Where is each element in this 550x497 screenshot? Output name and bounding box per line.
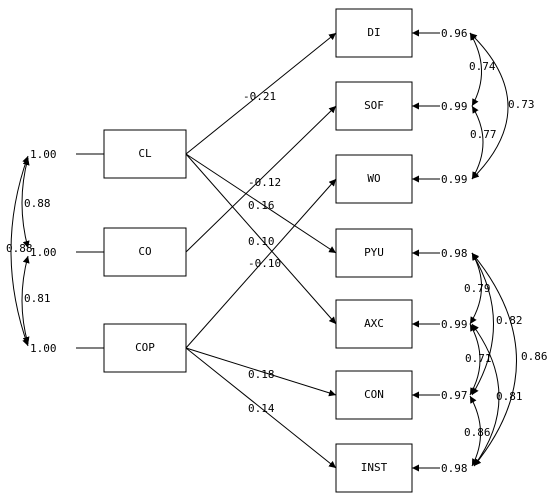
node-cop: COP bbox=[103, 323, 187, 373]
path-cop-con bbox=[185, 347, 337, 397]
variance-cop: 1.00 bbox=[30, 342, 104, 355]
node-con-label: CON bbox=[364, 388, 384, 401]
node-axc-label: AXC bbox=[364, 317, 384, 330]
path-cl-di-label: -0.21 bbox=[243, 90, 276, 103]
node-cop-box bbox=[103, 323, 187, 373]
node-inst-box bbox=[335, 443, 413, 493]
corr-sof-wo-arc bbox=[471, 105, 484, 180]
node-cl: CL bbox=[103, 129, 187, 179]
corr-pyu-inst-arc bbox=[471, 252, 517, 467]
node-cop-label: COP bbox=[135, 341, 155, 354]
error-wo-label: 0.99 bbox=[441, 173, 468, 186]
node-pyu-box bbox=[335, 228, 413, 278]
error-pyu-label: 0.98 bbox=[441, 247, 468, 260]
corr-axc-inst-arc bbox=[471, 323, 500, 467]
path-cop-inst bbox=[185, 347, 337, 469]
corr-pyu-inst-label: 0.86 bbox=[521, 350, 548, 363]
corr-axc-con-label: 0.71 bbox=[465, 352, 492, 365]
corr-co-cop-label: 0.81 bbox=[24, 292, 51, 305]
path-cop-wo-label: -0.10 bbox=[248, 257, 281, 270]
corr-pyu-con-label: 0.82 bbox=[496, 314, 523, 327]
node-inst-label: INST bbox=[361, 461, 388, 474]
variance-co: 1.00 bbox=[30, 246, 104, 259]
error-di-label: 0.96 bbox=[441, 27, 468, 40]
variance-co-label: 1.00 bbox=[30, 246, 57, 259]
path-cop-con-label: 0.18 bbox=[248, 368, 275, 381]
path-cl-axc bbox=[185, 153, 337, 325]
path-cl-axc-label: 0.10 bbox=[248, 235, 275, 248]
path-cl-di bbox=[185, 32, 337, 155]
node-cl-label: CL bbox=[138, 147, 152, 160]
node-con: CON bbox=[335, 370, 413, 420]
error-sof-label: 0.99 bbox=[441, 100, 468, 113]
variance-cop-label: 1.00 bbox=[30, 342, 57, 355]
error-inst-label: 0.98 bbox=[441, 462, 468, 475]
path-co-sof bbox=[185, 105, 337, 253]
variance-cl: 1.00 bbox=[30, 148, 104, 161]
corr-cl-cop-arc bbox=[10, 155, 29, 347]
error-con-label: 0.97 bbox=[441, 389, 468, 402]
corr-di-sof-label: 0.74 bbox=[469, 60, 496, 73]
path-co-sof-label: -0.12 bbox=[248, 176, 281, 189]
node-pyu: PYU bbox=[335, 228, 413, 278]
node-sof-label: SOF bbox=[364, 99, 384, 112]
corr-axc-inst-label: 0.81 bbox=[496, 390, 523, 403]
corr-cl-co-label: 0.88 bbox=[24, 197, 51, 210]
node-cl-box bbox=[103, 129, 187, 179]
node-sof-box bbox=[335, 81, 413, 131]
corr-sof-wo-label: 0.77 bbox=[470, 128, 497, 141]
node-pyu-label: PYU bbox=[364, 246, 384, 259]
corr-con-inst-arc bbox=[469, 395, 481, 467]
variance-cl-label: 1.00 bbox=[30, 148, 57, 161]
node-co-box bbox=[103, 227, 187, 277]
corr-di-wo-label: 0.73 bbox=[508, 98, 535, 111]
node-sof: SOF bbox=[335, 81, 413, 131]
corr-cl-cop-label: 0.88 bbox=[6, 242, 33, 255]
path-cl-pyu-label: 0.16 bbox=[248, 199, 275, 212]
path-cop-inst-label: 0.14 bbox=[248, 402, 275, 415]
corr-con-inst-label: 0.86 bbox=[464, 426, 491, 439]
node-wo: WO bbox=[335, 154, 413, 204]
corr-pyu-con-arc bbox=[471, 252, 494, 396]
node-di-label: DI bbox=[367, 26, 380, 39]
path-cl-pyu bbox=[185, 153, 337, 254]
corr-di-wo-arc bbox=[469, 32, 509, 180]
node-di: DI bbox=[335, 8, 413, 58]
node-co: CO bbox=[103, 227, 187, 277]
node-co-label: CO bbox=[138, 245, 151, 258]
path-cop-wo bbox=[185, 178, 337, 349]
error-axc-label: 0.99 bbox=[441, 318, 468, 331]
node-axc: AXC bbox=[335, 299, 413, 349]
node-wo-label: WO bbox=[367, 172, 380, 185]
node-inst: INST bbox=[335, 443, 413, 493]
